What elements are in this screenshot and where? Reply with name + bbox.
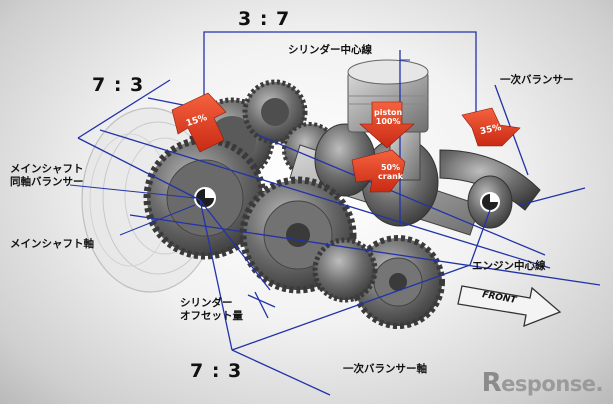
cylinder-offset-label: シリンダー オフセット量 xyxy=(180,297,243,322)
main-gears xyxy=(143,136,445,329)
response-logo: Response. xyxy=(481,368,604,398)
main-shaft-coaxial-balancer-label: メインシャフト 同軸バランサー xyxy=(10,163,84,188)
arrow-crank-label: 50% crank xyxy=(378,163,404,181)
arrow-15pct xyxy=(171,92,227,153)
primary-balancer xyxy=(439,149,541,229)
arrow-35pct xyxy=(461,107,521,147)
leader-lines xyxy=(69,59,410,236)
engine-center-line-label: エンジン中心線 xyxy=(472,260,546,272)
primary-balancer-label: 一次バランサー xyxy=(500,74,574,86)
primary-balancer-axis-label: 一次バランサー軸 xyxy=(343,363,427,375)
cylinder-center-line-label: シリンダー中心線 xyxy=(288,44,372,56)
arrow-crank xyxy=(351,149,406,193)
ratio-top-label: 3 : 7 xyxy=(238,8,291,30)
dimension-lines xyxy=(77,31,601,396)
arrow-piston-label: piston 100% xyxy=(374,108,403,126)
front-arrow xyxy=(457,285,562,328)
ratio-bottom-label: 7 : 3 xyxy=(190,360,243,382)
main-shaft-axis-label: メインシャフト軸 xyxy=(10,238,94,250)
arrow-piston xyxy=(359,101,415,149)
ratio-left-label: 7 : 3 xyxy=(92,74,145,96)
